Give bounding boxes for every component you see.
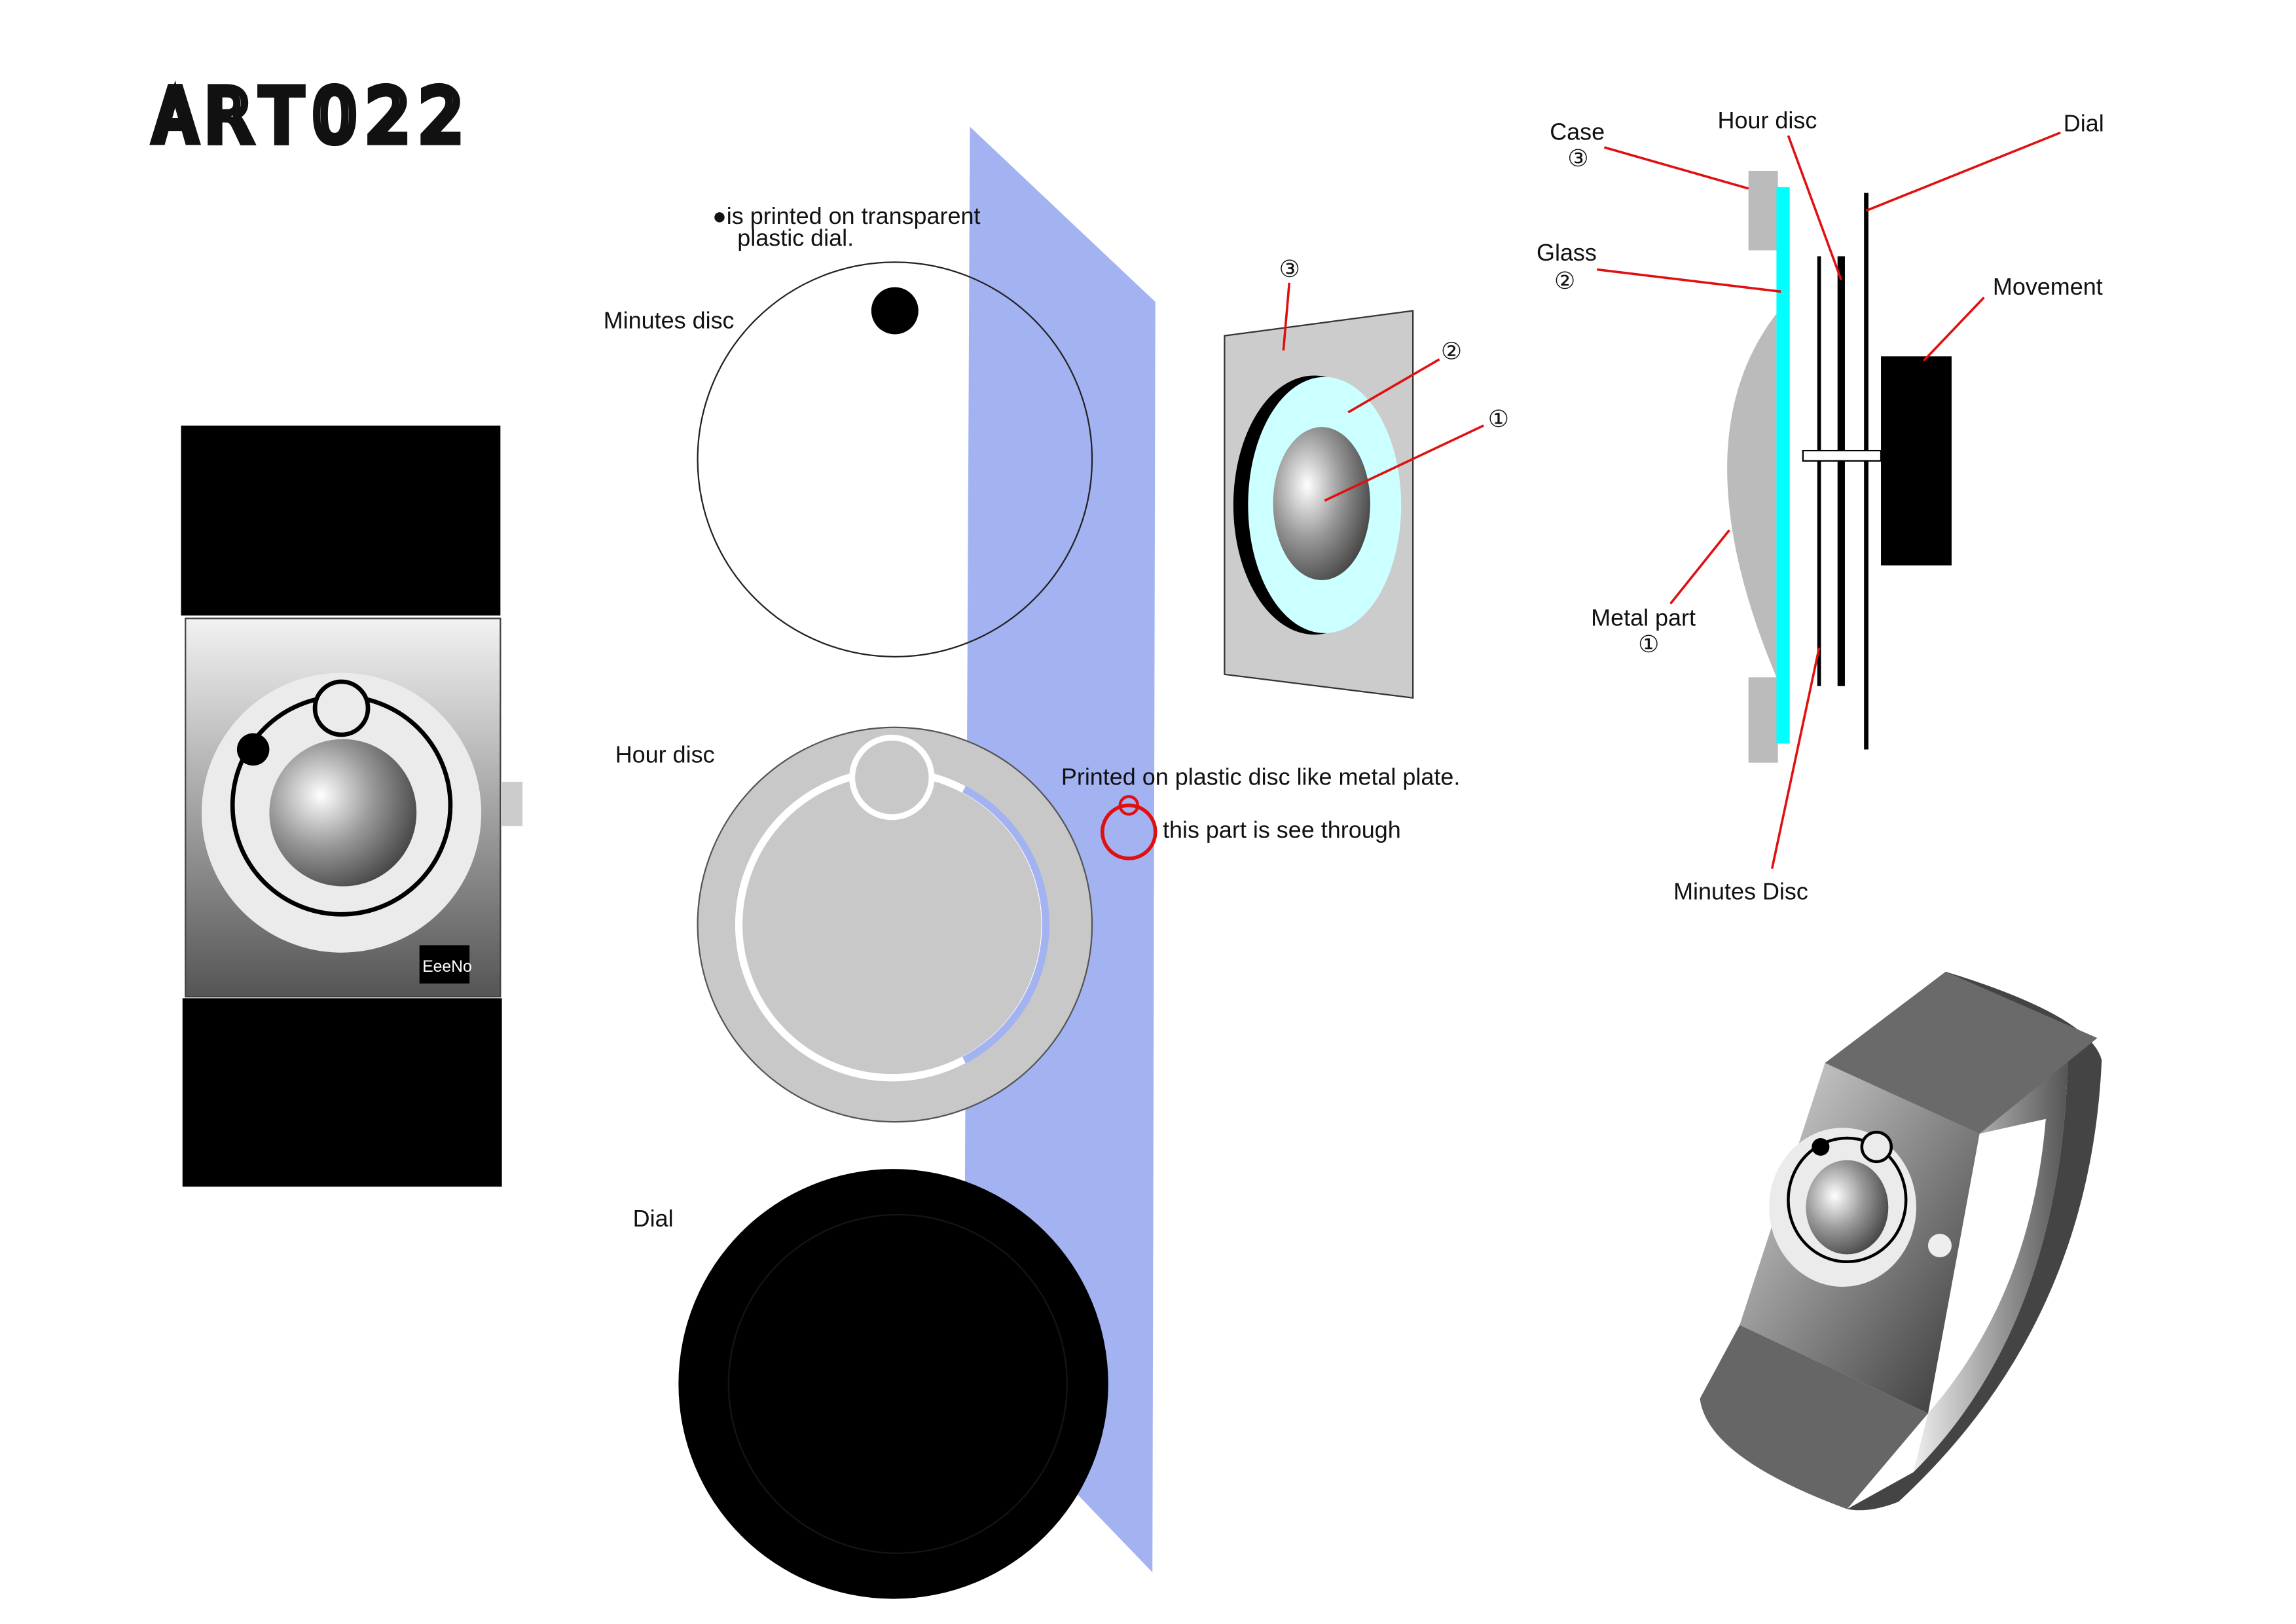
case-num: ③ (1567, 145, 1588, 172)
minutes-disc-label: Minutes disc (604, 307, 735, 334)
logo: EeeNo (422, 958, 472, 976)
logo-mark (419, 945, 470, 984)
plastic-note: Printed on plastic disc like metal plate… (1061, 763, 1461, 790)
dial (678, 1169, 1108, 1599)
minute-dot (871, 287, 919, 335)
case-detail: ③ ② ① (1224, 255, 1509, 699)
page-title: ARTO22 (153, 73, 472, 159)
glass-label: Glass (1537, 239, 1597, 266)
minutes-disc-section-label: Minutes Disc (1673, 878, 1808, 905)
metal-dome (269, 739, 417, 887)
part-label-1: ① (1488, 405, 1509, 432)
bottom-strap (182, 998, 502, 1187)
crown (501, 781, 523, 826)
metal-part-label: Metal part (1591, 604, 1696, 631)
cross-section (1596, 131, 2061, 869)
top-strap (181, 425, 501, 616)
case-label: Case (1550, 119, 1605, 145)
see-through-marker (1100, 803, 1157, 860)
transparent-note-2: plastic dial. (737, 225, 854, 251)
hour-window (312, 679, 371, 737)
hour-disc-section-label: Hour disc (1718, 107, 1817, 134)
minute-dot (236, 733, 270, 766)
see-through-small-marker (1118, 795, 1140, 816)
dial-label: Dial (633, 1205, 674, 1232)
dial-section-label: Dial (2064, 109, 2104, 136)
see-through-note: this part is see through (1163, 816, 1401, 843)
glass-num: ② (1554, 267, 1575, 294)
part-label-3: ③ (1279, 255, 1300, 282)
hour-disc-label: Hour disc (615, 741, 715, 768)
watch-3d-render (1700, 971, 2102, 1511)
part-label-2: ② (1441, 338, 1462, 365)
hour-disc (697, 726, 1093, 1123)
movement-label: Movement (1993, 273, 2103, 300)
metal-part-num: ① (1638, 631, 1659, 657)
minutes-disc (697, 261, 1093, 657)
watch-front-view: EeeNo (181, 425, 523, 1187)
transparent-note-1: ●is printed on transparent (712, 202, 980, 229)
